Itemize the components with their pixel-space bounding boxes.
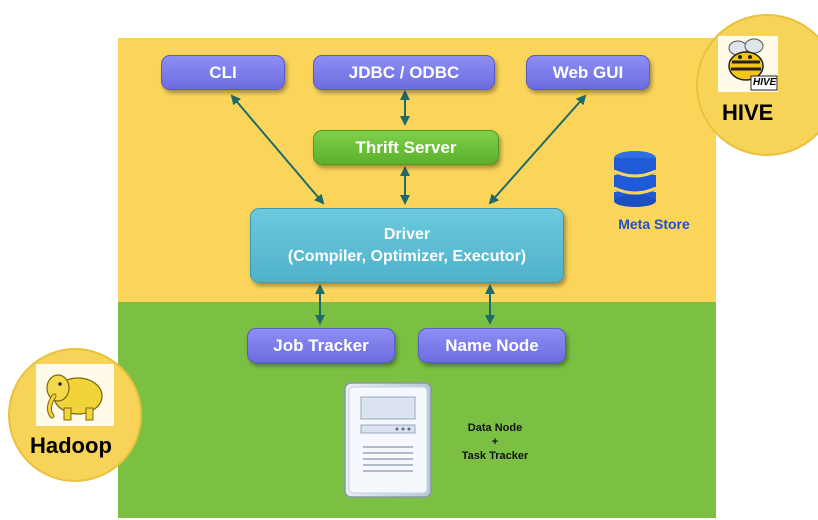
driver-subtitle: (Compiler, Optimizer, Executor) (287, 247, 527, 265)
jdbc-odbc-label: JDBC / ODBC (348, 62, 460, 82)
data-node-line2: + (491, 436, 499, 448)
data-node-label: Data Node + Task Tracker (440, 421, 550, 463)
hive-logo-text: HIVE (753, 77, 777, 88)
web-gui-label: Web GUI (552, 62, 624, 82)
data-node-line1: Data Node (467, 422, 523, 434)
job-tracker-box: Job Tracker (247, 328, 395, 363)
thrift-server-label: Thrift Server (355, 137, 457, 157)
job-tracker-label: Job Tracker (273, 335, 369, 355)
data-node-line3: Task Tracker (461, 450, 529, 462)
name-node-label: Name Node (445, 335, 539, 355)
meta-store-label: Meta Store (618, 216, 690, 232)
driver-box: Driver (Compiler, Optimizer, Executor) (250, 208, 564, 283)
arrow-cli-driver (230, 94, 325, 205)
arrow-webgui-driver (488, 94, 587, 205)
elephant-icon (36, 364, 114, 426)
driver-title: Driver (383, 225, 431, 243)
server-icon (343, 381, 433, 499)
cli-box: CLI (161, 55, 285, 90)
jdbc-odbc-box: JDBC / ODBC (313, 55, 495, 90)
web-gui-box: Web GUI (526, 55, 650, 90)
database-icon (613, 150, 657, 208)
hive-label: HIVE (722, 100, 774, 125)
bee-icon: HIVE (718, 36, 778, 92)
cli-label: CLI (209, 62, 237, 82)
hadoop-label: Hadoop (30, 433, 112, 458)
thrift-server-box: Thrift Server (313, 130, 499, 165)
name-node-box: Name Node (418, 328, 566, 363)
